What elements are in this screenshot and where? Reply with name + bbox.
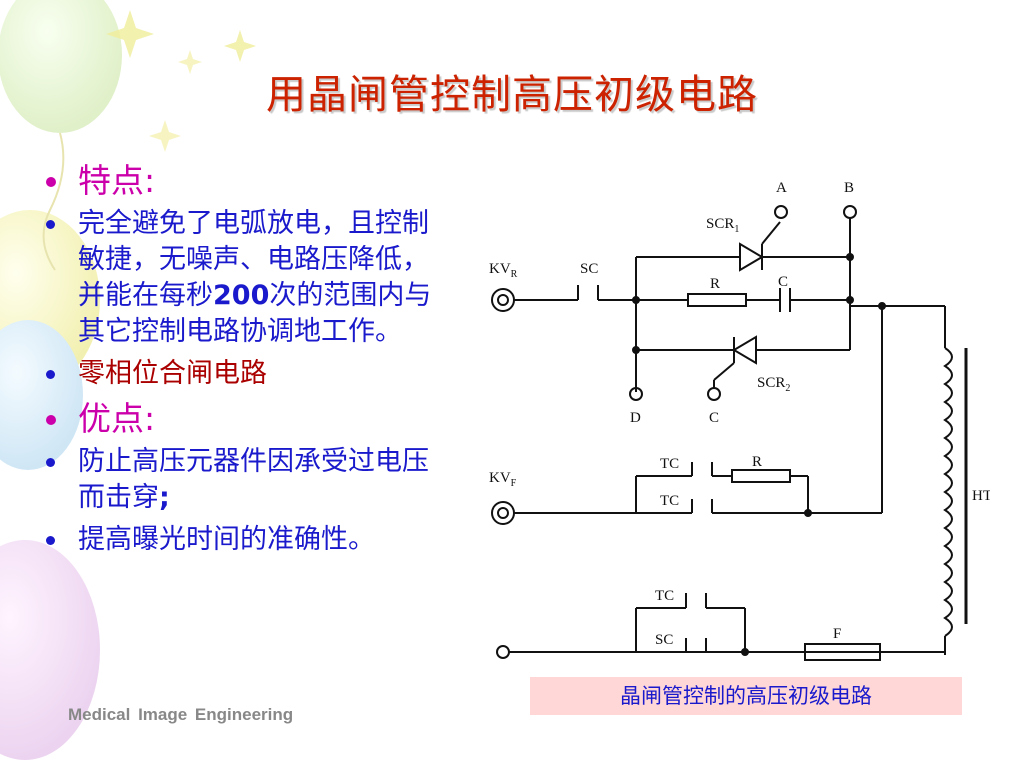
junction-dot — [632, 346, 640, 354]
terminal-d — [629, 387, 643, 401]
bullet-heading-features: 特点: — [42, 160, 442, 202]
junction-dot — [878, 302, 886, 310]
sc-bottom-label: SC — [655, 632, 673, 648]
ht-transformer-coil-icon — [943, 347, 953, 637]
balloon-shape — [0, 0, 122, 133]
footer-text: Medical Image Engineering — [68, 705, 294, 724]
d-label: D — [630, 410, 641, 426]
c-bottom-label: C — [709, 410, 719, 426]
bullet-dot-icon — [46, 536, 55, 545]
diagram-caption: 晶闸管控制的高压初级电路 — [530, 677, 962, 715]
bullet-dot-icon — [46, 177, 56, 187]
bullet-text: 优点: — [78, 399, 156, 438]
sparkle-shape — [224, 30, 256, 62]
kvf-terminal — [491, 501, 515, 525]
bullet-item-prevent-breakdown: 防止高压元器件因承受过电压而击穿; — [42, 444, 442, 516]
scr2-label: SCR2 — [757, 375, 790, 394]
scr1-gate — [761, 221, 781, 245]
bullet-dot-icon — [46, 370, 55, 379]
kvf-label: KVF — [489, 470, 517, 489]
bullet-text: 零相位合闸电路 — [78, 358, 267, 389]
kvr-label: KVR — [489, 261, 518, 280]
slide-title: 用晶闸管控制高压初级电路 — [266, 72, 758, 118]
junction-dot — [846, 253, 854, 261]
terminal-a-label: A — [776, 180, 787, 196]
kvr-terminal — [491, 288, 515, 312]
tc1-label: TC — [660, 456, 679, 472]
bullet-heading-advantages: 优点: — [42, 398, 442, 440]
bullet-list: 特点: 完全避免了电弧放电，且控制敏捷，无噪声、电路压降低，并能在每秒200次的… — [42, 160, 442, 564]
kvr-terminal-inner — [497, 294, 509, 306]
scr1-diode-icon — [739, 242, 764, 272]
terminal-b — [843, 205, 857, 219]
sc-top-label: SC — [580, 261, 598, 277]
bullet-text: 特点: — [78, 161, 156, 200]
c-top-label: C — [778, 274, 788, 290]
junction-dot — [741, 648, 749, 656]
bottom-terminal — [496, 645, 510, 659]
bullet-item-arc-free: 完全避免了电弧放电，且控制敏捷，无噪声、电路压降低，并能在每秒200次的范围内与… — [42, 206, 442, 350]
circuit-diagram: KVR SC A SCR1 B R C C SCR2 D KVF — [489, 180, 990, 661]
terminal-b-label: B — [844, 180, 854, 196]
bullet-dot-icon — [46, 220, 55, 229]
balloon-shape — [0, 540, 100, 760]
r-top-label: R — [710, 276, 720, 292]
r-mid-label: R — [752, 454, 762, 470]
balloon-shape — [0, 320, 83, 470]
kvf-terminal-inner — [497, 507, 509, 519]
bullet-dot-icon — [46, 458, 55, 467]
bullet-dot-icon — [46, 415, 56, 425]
scr2-diode-icon — [732, 335, 757, 365]
junction-dot — [804, 509, 812, 517]
sparkle-shape — [178, 50, 202, 74]
ht-label: HT — [972, 488, 990, 504]
sparkle-shape — [106, 10, 154, 58]
bullet-item-accuracy: 提高曝光时间的准确性。 — [42, 522, 442, 558]
tc3-label: TC — [655, 588, 674, 604]
junction-dot — [846, 296, 854, 304]
bullet-text: 完全避免了电弧放电，且控制敏捷，无噪声、电路压降低，并能在每秒 — [78, 208, 429, 311]
bullet-text: 次的范围内与其它控制电路协调地工作。 — [78, 280, 432, 347]
bullet-number: 200 — [213, 280, 270, 311]
f-label: F — [833, 626, 841, 642]
bullet-text: 防止高压元器件因承受过电压而击穿 — [78, 446, 429, 513]
junction-dot — [632, 296, 640, 304]
terminal-c-bottom — [707, 387, 721, 401]
terminal-a — [774, 205, 788, 219]
scr1-label: SCR1 — [706, 216, 739, 235]
sparkle-shape — [149, 120, 181, 152]
balloon-string — [42, 132, 65, 271]
tc2-label: TC — [660, 493, 679, 509]
bullet-text: ; — [159, 482, 170, 513]
bullet-item-zero-phase: 零相位合闸电路 — [42, 356, 442, 392]
resistor-r-mid — [731, 469, 791, 483]
bullet-text: 提高曝光时间的准确性。 — [78, 524, 375, 555]
scr2-gate — [713, 362, 735, 381]
resistor-r-top — [687, 293, 747, 307]
